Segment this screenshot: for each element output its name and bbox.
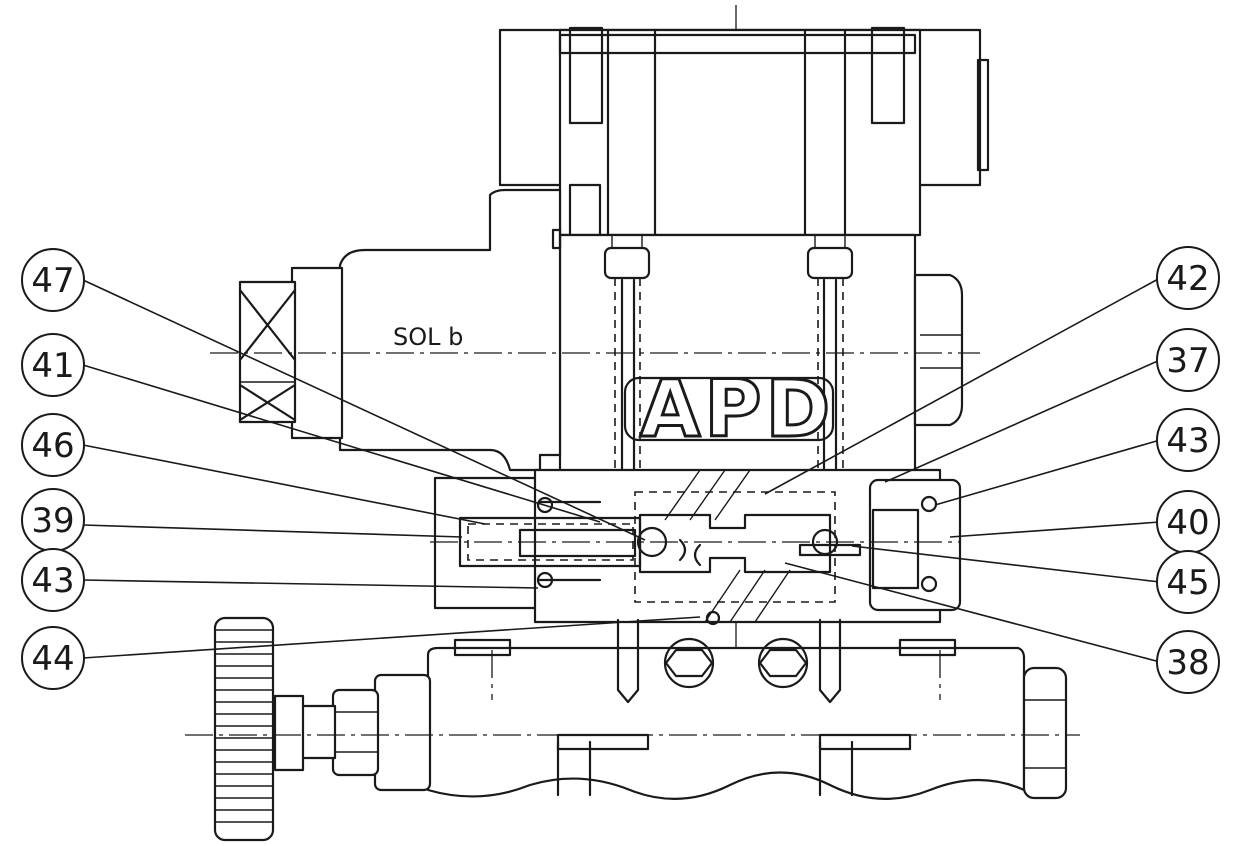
svg-text:45: 45 bbox=[1166, 563, 1209, 603]
solenoid-coil-housing bbox=[498, 26, 990, 237]
adjusting-knob bbox=[213, 616, 275, 842]
svg-text:46: 46 bbox=[31, 426, 74, 466]
svg-text:42: 42 bbox=[1166, 259, 1209, 299]
balloon-45: 45 bbox=[1156, 550, 1220, 614]
balloon-40: 40 bbox=[1156, 490, 1220, 554]
logo-text: APD bbox=[640, 365, 834, 455]
relief-valve-block bbox=[185, 616, 1080, 842]
knob-knurling bbox=[215, 629, 273, 823]
balloon-42: 42 bbox=[1156, 246, 1220, 310]
solenoid-b-housing: SOL b bbox=[210, 188, 980, 472]
svg-text:39: 39 bbox=[31, 501, 74, 541]
svg-text:47: 47 bbox=[31, 261, 74, 301]
balloon-44: 44 bbox=[21, 626, 85, 690]
svg-text:40: 40 bbox=[1166, 503, 1209, 543]
balloon-41: 41 bbox=[21, 333, 85, 397]
leader-lines bbox=[82, 277, 1161, 663]
svg-text:44: 44 bbox=[31, 639, 74, 679]
svg-text:43: 43 bbox=[1166, 421, 1209, 461]
balloon-43-right: 43 bbox=[1156, 408, 1220, 472]
balloon-47: 47 bbox=[21, 248, 85, 312]
solenoid-b-label: SOL b bbox=[393, 323, 463, 351]
spool-section bbox=[430, 468, 962, 626]
balloon-43-left: 43 bbox=[21, 548, 85, 612]
svg-text:43: 43 bbox=[31, 561, 74, 601]
balloon-38: 38 bbox=[1156, 630, 1220, 694]
balloon-37: 37 bbox=[1156, 328, 1220, 392]
svg-text:41: 41 bbox=[31, 346, 74, 386]
svg-text:37: 37 bbox=[1166, 341, 1209, 381]
svg-text:38: 38 bbox=[1166, 643, 1209, 683]
balloon-46: 46 bbox=[21, 413, 85, 477]
balloon-39: 39 bbox=[21, 488, 85, 552]
